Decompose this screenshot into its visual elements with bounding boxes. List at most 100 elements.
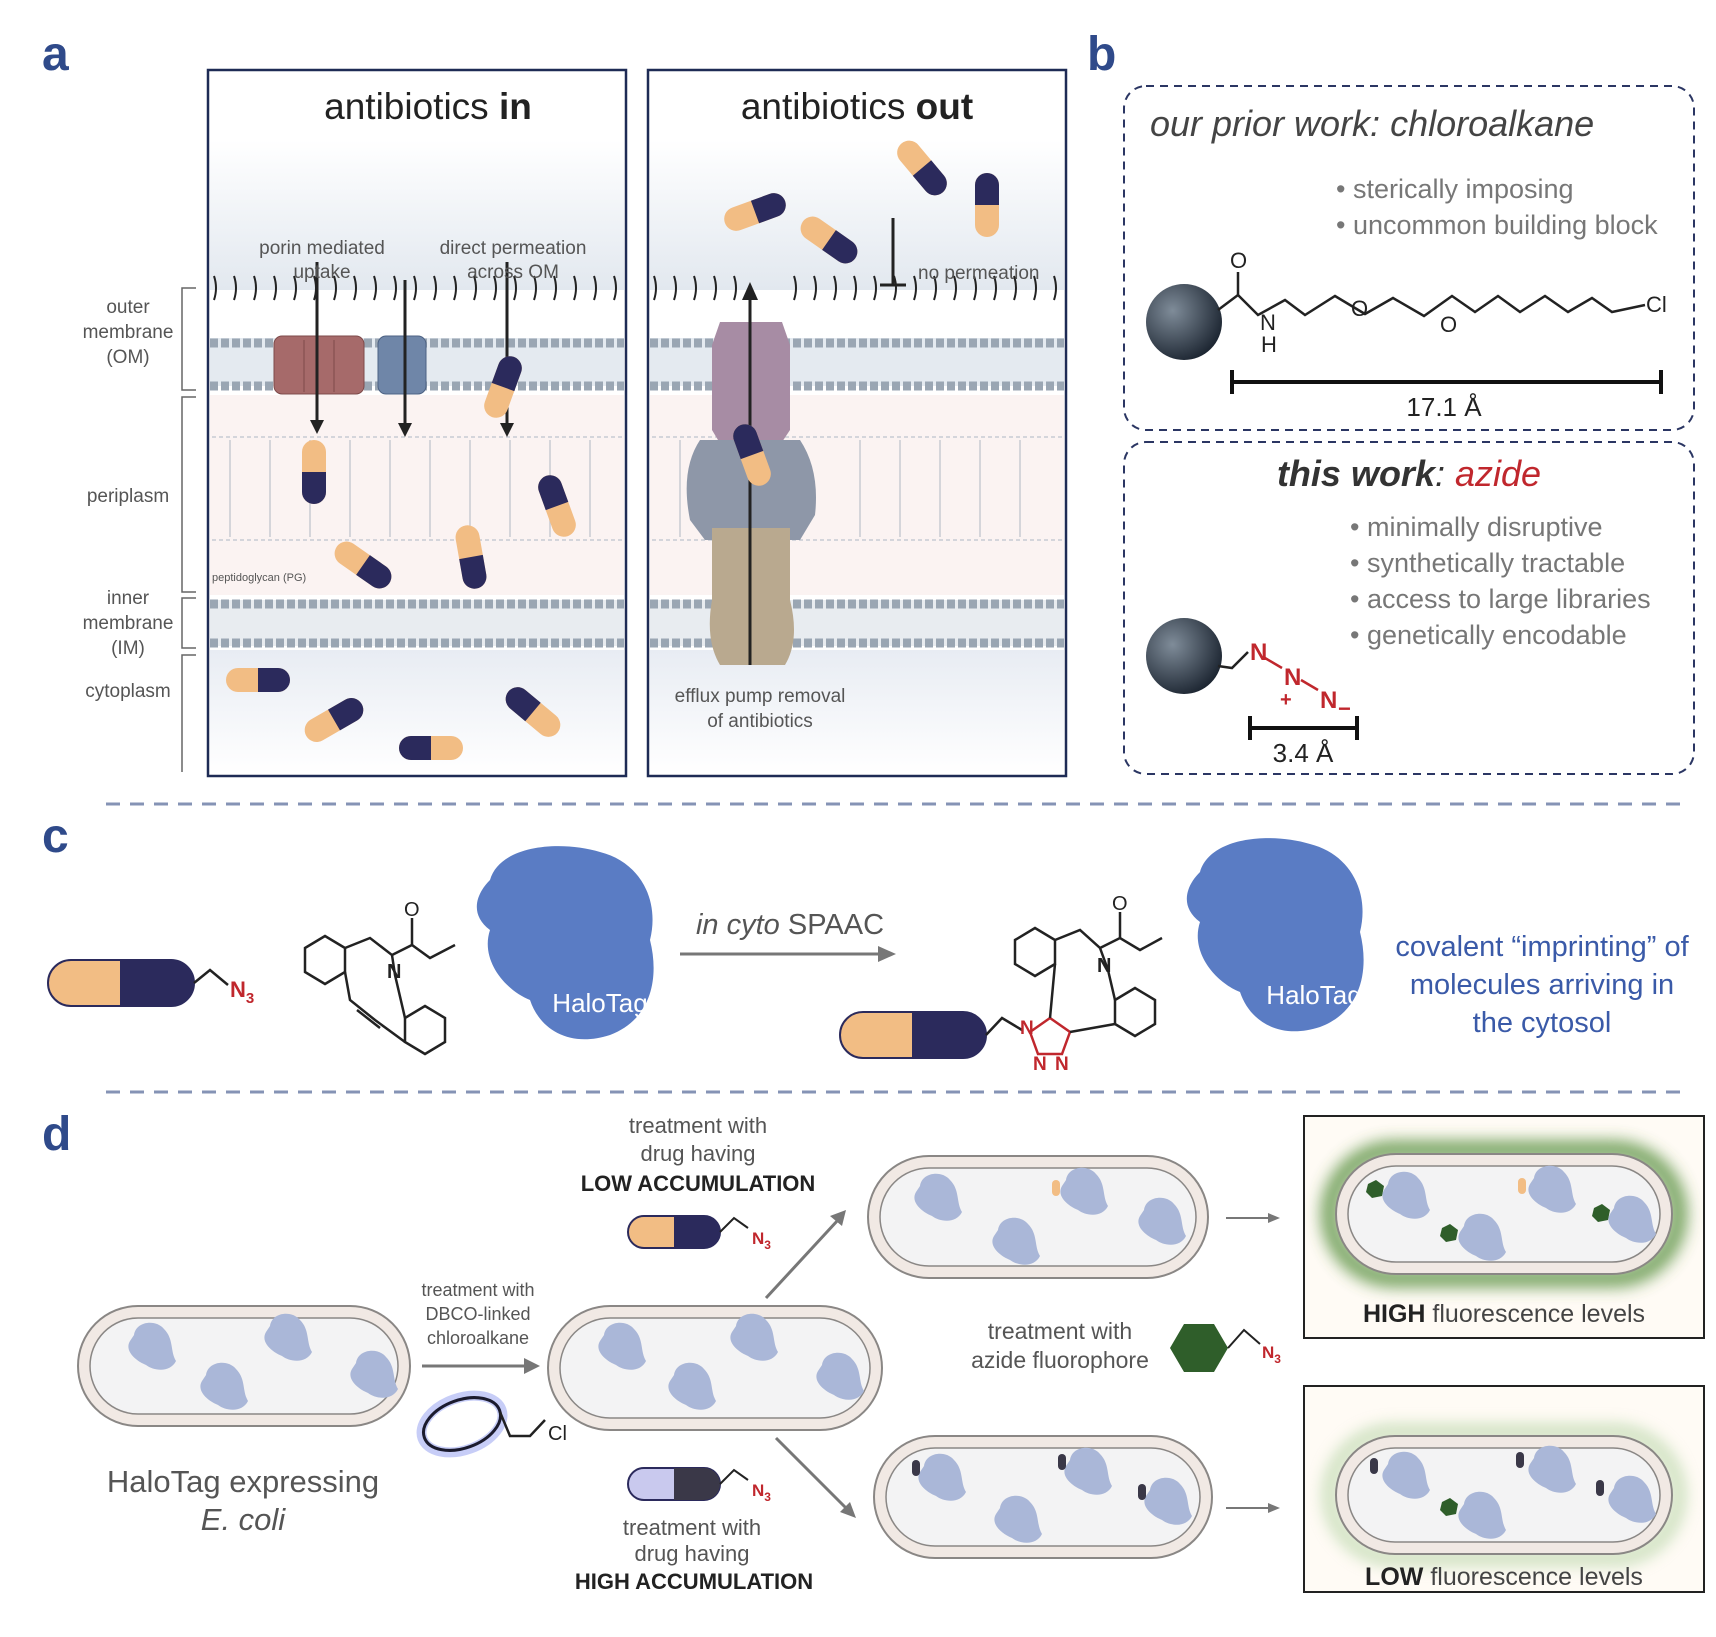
prior-title: our prior work: chloroalkane (1150, 103, 1594, 144)
dbco-N: N (387, 961, 401, 983)
this-bullet-4: • genetically encodable (1350, 620, 1627, 650)
this-work-box: this work: azide • minimally disruptive … (1123, 441, 1695, 775)
dbco-treat-2: DBCO-linked (425, 1304, 530, 1324)
om-label-1: outer (106, 297, 150, 318)
resin-bead (1146, 284, 1222, 360)
efflux-label-2: of antibiotics (707, 711, 813, 732)
halotag-protein-1 (476, 846, 654, 1040)
low-fluorescence-result: LOW fluorescence levels (1303, 1385, 1705, 1593)
antibiotics-out-box: antibiotics out no permeation efflux pum… (646, 68, 1068, 778)
azide-N3: N (1320, 687, 1337, 714)
periplasm-label: periplasm (87, 486, 169, 507)
atom-O-2: O (1440, 312, 1457, 337)
this-bullet-1: • minimally disruptive (1350, 512, 1603, 542)
cell-low-accumulation (867, 1155, 1209, 1279)
labeled-cell (547, 1305, 883, 1431)
im-label-2: membrane (83, 613, 174, 634)
high-result-label: HIGH fluorescence levels (1363, 1300, 1645, 1328)
svg-text:N: N (1097, 955, 1111, 977)
azide-N1: N (1250, 639, 1267, 666)
antibiotics-in-box: antibiotics in porin mediated uptake dir… (206, 68, 628, 778)
spaac-label: in cyto SPAAC (696, 909, 884, 941)
prior-bullet-2: • uncommon building block (1336, 210, 1658, 240)
im-label-1: inner (107, 588, 150, 609)
svg-text:Cl: Cl (548, 1423, 567, 1445)
dbco-halotag (303, 918, 456, 1056)
svg-text:O: O (1112, 893, 1128, 915)
direct-label-2: across OM (467, 262, 559, 283)
resin-bead-azide (1146, 618, 1222, 694)
this-length: 3.4 Å (1273, 738, 1334, 768)
cell-high-accumulation (873, 1435, 1213, 1559)
azide-minus: − (1338, 696, 1351, 721)
ecoli-label-2: E. coli (201, 1502, 287, 1537)
im-label-3: (IM) (111, 638, 145, 659)
halotag-label-2: HaloTag (1266, 980, 1361, 1010)
dbco-reagent: Cl (416, 1390, 567, 1458)
high-treat-1: treatment with (623, 1515, 761, 1540)
layer-labels (181, 287, 196, 772)
high-treat-3: HIGH ACCUMULATION (575, 1569, 813, 1594)
panel-label-a: a (42, 28, 69, 81)
fluor-treat-2: azide fluorophore (971, 1347, 1149, 1373)
title-antibiotics-in: antibiotics in (324, 86, 532, 127)
prior-work-box: our prior work: chloroalkane • stericall… (1123, 85, 1695, 431)
om-label-3: (OM) (106, 347, 149, 368)
svg-text:N: N (1020, 1018, 1034, 1039)
fluor-treat-1: treatment with (988, 1318, 1132, 1344)
svg-text:N3: N3 (230, 977, 254, 1007)
dbco-treat-1: treatment with (421, 1280, 534, 1300)
halotag-protein-2 (1186, 838, 1364, 1032)
svg-text:N: N (1033, 1054, 1047, 1075)
porin-channel (273, 335, 427, 395)
direct-label-1: direct permeation (440, 238, 587, 259)
inner-membrane (210, 599, 624, 648)
high-treat-2: drug having (635, 1541, 750, 1566)
this-title: this work: azide (1277, 453, 1541, 494)
porin-label-2: uptake (293, 262, 350, 283)
azide-plus: + (1280, 689, 1292, 711)
azide-fluorophore: N3 (1170, 1324, 1281, 1372)
atom-N: N (1260, 310, 1276, 335)
svg-text:N3: N3 (1262, 1343, 1281, 1366)
pg-label: peptidoglycan (PG) (212, 572, 306, 584)
ecoli-cell (77, 1305, 411, 1427)
svg-text:N: N (1055, 1054, 1069, 1075)
caption-line-3: the cytosol (1473, 1007, 1612, 1039)
this-bullet-3: • access to large libraries (1350, 584, 1651, 614)
caption-line-1: covalent “imprinting” of (1395, 931, 1689, 963)
panel-label-d: d (42, 1108, 71, 1161)
atom-O-carbonyl: O (1230, 248, 1247, 273)
svg-text:N3: N3 (752, 1481, 771, 1504)
atom-H: H (1261, 332, 1277, 357)
low-treat-2: drug having (641, 1141, 756, 1166)
caption-line-2: molecules arriving in (1410, 969, 1674, 1001)
triazole-product: N N N N O (839, 893, 1163, 1075)
ecoli-label-1: HaloTag expressing (107, 1464, 379, 1499)
azide-N2: N (1284, 664, 1301, 691)
no-permeation-label: no permeation (918, 263, 1039, 284)
atom-Cl: Cl (1646, 292, 1667, 317)
low-drug: N3 (627, 1215, 771, 1252)
azide-drug: N3 (47, 959, 254, 1007)
panel-label-c: c (42, 810, 69, 863)
high-fluorescence-result: HIGH fluorescence levels (1303, 1115, 1705, 1339)
dbco-treat-3: chloroalkane (427, 1328, 529, 1348)
cytoplasm-label: cytoplasm (85, 681, 171, 702)
low-treat-3: LOW ACCUMULATION (581, 1171, 816, 1196)
this-bullet-2: • synthetically tractable (1350, 548, 1625, 578)
om-label-2: membrane (83, 322, 174, 343)
atom-O-1: O (1351, 296, 1368, 321)
prior-length: 17.1 Å (1406, 392, 1482, 422)
panel-label-b: b (1087, 28, 1116, 81)
efflux-label-1: efflux pump removal (675, 686, 846, 707)
prior-bullet-1: • sterically imposing (1336, 174, 1574, 204)
svg-text:N3: N3 (752, 1229, 771, 1252)
title-antibiotics-out: antibiotics out (741, 86, 973, 127)
dbco-O: O (404, 899, 420, 921)
halotag-label-1: HaloTag (552, 988, 647, 1018)
peptidoglycan (212, 436, 622, 541)
low-result-label: LOW fluorescence levels (1365, 1563, 1643, 1591)
high-drug: N3 (627, 1467, 771, 1504)
